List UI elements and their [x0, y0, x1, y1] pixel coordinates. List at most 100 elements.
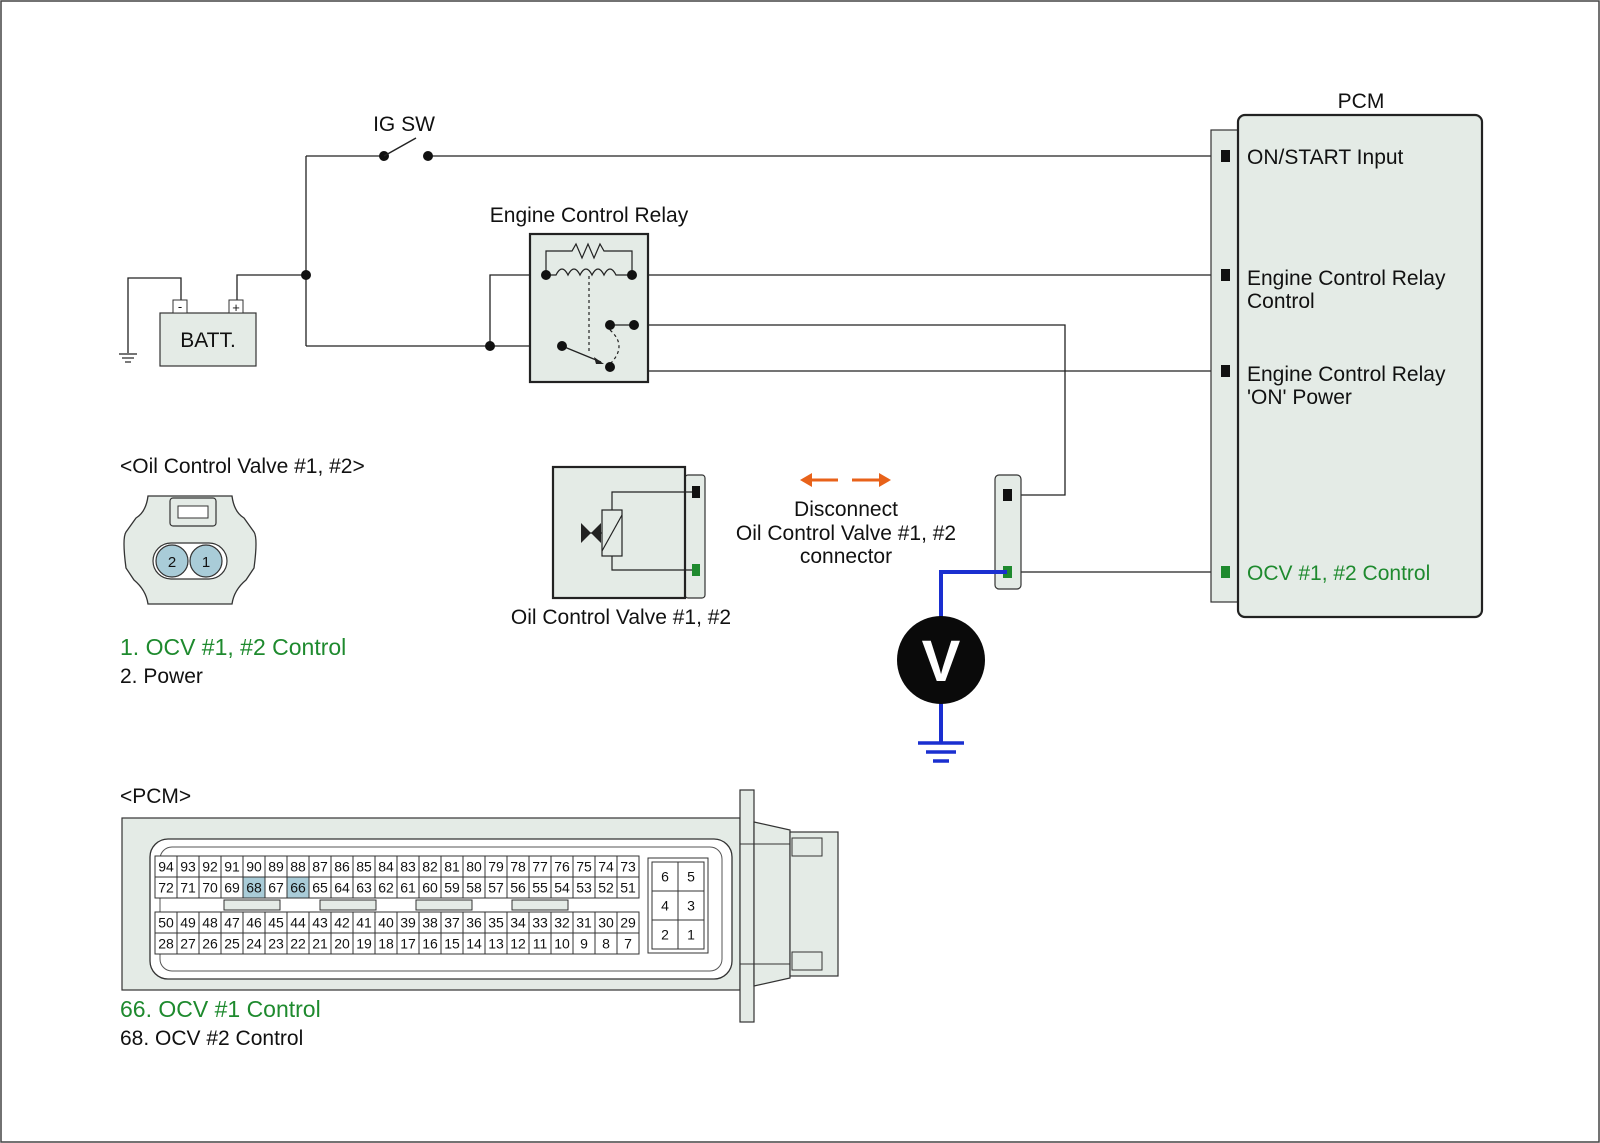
pcm-pin-number: 49 — [180, 915, 196, 931]
ocv-legend-2: 2. Power — [120, 665, 203, 688]
junction-dots — [301, 270, 495, 351]
pcm-pin-number: 64 — [334, 880, 350, 896]
batt-plus-wire — [236, 274, 306, 300]
pcm-pin-number: 27 — [180, 936, 196, 952]
pcm-pin-number: 37 — [444, 915, 460, 931]
pcm-pin-number: 77 — [532, 859, 548, 875]
pcm-pin-cell — [616, 876, 640, 899]
pcm-pin-cell — [677, 919, 705, 950]
voltmeter-symbol: V — [922, 629, 961, 694]
pcm-pin-number: 86 — [334, 859, 350, 875]
pcm-pin-number: 70 — [202, 880, 218, 896]
pcm-pin-number: 56 — [510, 880, 526, 896]
pcm-pin-number: 25 — [224, 936, 240, 952]
ignition-switch: IG SW — [373, 113, 435, 161]
pcm-pin-number: 66 — [290, 880, 306, 896]
pcm-pin-number: 67 — [268, 880, 284, 896]
ocv-component-label: Oil Control Valve #1, #2 — [511, 606, 731, 629]
pcm-pin-number: 5 — [687, 869, 695, 885]
disconnect-text-1: Disconnect — [794, 498, 898, 521]
pcm-pin-cell — [677, 861, 705, 892]
pcm-pin-number: 83 — [400, 859, 416, 875]
pcm-pin-number: 75 — [576, 859, 592, 875]
pcm-pin-ecr-power — [1221, 365, 1230, 377]
pcm-pin-number: 35 — [488, 915, 504, 931]
oil-control-valve: Oil Control Valve #1, #2 — [511, 465, 731, 629]
pcm-pin-ecr-control — [1221, 269, 1230, 281]
batt-plus-label: + — [232, 300, 240, 315]
disconnect-text-3: connector — [800, 545, 892, 568]
pcm-pin-number: 94 — [158, 859, 174, 875]
relay-label: Engine Control Relay — [490, 204, 689, 227]
disconnect-note: Disconnect Oil Control Valve #1, #2 conn… — [736, 473, 956, 568]
pcm-pin-number: 4 — [661, 898, 669, 914]
pcm-pin-number: 73 — [620, 859, 636, 875]
pcm-pin-number: 69 — [224, 880, 240, 896]
pcm-pin-number: 80 — [466, 859, 482, 875]
pcm-pin-number: 84 — [378, 859, 394, 875]
pcm-pin-number: 68 — [246, 880, 262, 896]
pcm-pin-number: 63 — [356, 880, 372, 896]
pcm-block: PCM ON/START Input Engine Control Relay … — [1210, 90, 1484, 619]
pcm-legend-2: 68. OCV #2 Control — [120, 1027, 303, 1050]
pcm-pin-cell — [616, 932, 640, 955]
pcm-pin-number: 39 — [400, 915, 416, 931]
pcm-pin-number: 65 — [312, 880, 328, 896]
pcm-pin-number: 91 — [224, 859, 240, 875]
pcm-pin-number: 24 — [246, 936, 262, 952]
pcm-pin-number: 40 — [378, 915, 394, 931]
pcm-pin-number: 57 — [488, 880, 504, 896]
pcm-pin-number: 3 — [687, 898, 695, 914]
batt-label: BATT. — [180, 329, 236, 352]
pcm-pin-number: 17 — [400, 936, 416, 952]
pcm-pin-number: 55 — [532, 880, 548, 896]
pcm-pin-number: 81 — [444, 859, 460, 875]
pcm-pin-number: 20 — [334, 936, 350, 952]
pcm-pin-number: 23 — [268, 936, 284, 952]
ig-sw-label: IG SW — [373, 113, 435, 136]
pcm-pin-number: 32 — [554, 915, 570, 931]
pcm-ecr-control-label-1: Engine Control Relay — [1247, 267, 1446, 290]
pcm-ecr-power-label-1: Engine Control Relay — [1247, 363, 1446, 386]
pcm-pin-number: 52 — [598, 880, 614, 896]
ocv-connector-face: <Oil Control Valve #1, #2> 2 1 1. OCV #1… — [120, 455, 365, 688]
pcm-on-start-label: ON/START Input — [1247, 146, 1404, 169]
ocv-face-pin-1: 1 — [202, 554, 210, 571]
engine-control-relay: Engine Control Relay — [490, 204, 689, 384]
pcm-pin-number: 6 — [661, 869, 669, 885]
pcm-pin-number: 8 — [602, 936, 610, 952]
batt-ground-symbol — [119, 353, 137, 363]
pcm-pin-number: 19 — [356, 936, 372, 952]
pcm-pin-number: 92 — [202, 859, 218, 875]
pcm-pin-number: 18 — [378, 936, 394, 952]
pcm-pin-number: 29 — [620, 915, 636, 931]
pcm-pin-number: 31 — [576, 915, 592, 931]
pcm-legend-1: 66. OCV #1 Control — [120, 996, 321, 1022]
pcm-pin-number: 15 — [444, 936, 460, 952]
pcm-pin-number: 12 — [510, 936, 526, 952]
ocv-face-pin-2: 2 — [168, 554, 176, 571]
pcm-pin-number: 71 — [180, 880, 196, 896]
pcm-pin-number: 87 — [312, 859, 328, 875]
pcm-pin-number: 88 — [290, 859, 306, 875]
pcm-pin-number: 50 — [158, 915, 174, 931]
pcm-pin-number: 61 — [400, 880, 416, 896]
pcm-pin-number: 76 — [554, 859, 570, 875]
pcm-pin-ocv-control — [1221, 566, 1230, 578]
pcm-pin-number: 42 — [334, 915, 350, 931]
pcm-pin-number: 48 — [202, 915, 218, 931]
ocv-harness-connector — [994, 474, 1022, 590]
pcm-pin-number: 38 — [422, 915, 438, 931]
pcm-pin-number: 78 — [510, 859, 526, 875]
relay-output-wire — [634, 324, 1066, 496]
pcm-pin-number: 16 — [422, 936, 438, 952]
battery: - + BATT. — [159, 299, 257, 367]
pcm-pin-number: 54 — [554, 880, 570, 896]
pcm-pin-on-start — [1221, 150, 1230, 162]
pcm-pin-number: 9 — [580, 936, 588, 952]
pcm-pin-number: 85 — [356, 859, 372, 875]
pcm-pin-number: 28 — [158, 936, 174, 952]
pcm-pin-number: 93 — [180, 859, 196, 875]
